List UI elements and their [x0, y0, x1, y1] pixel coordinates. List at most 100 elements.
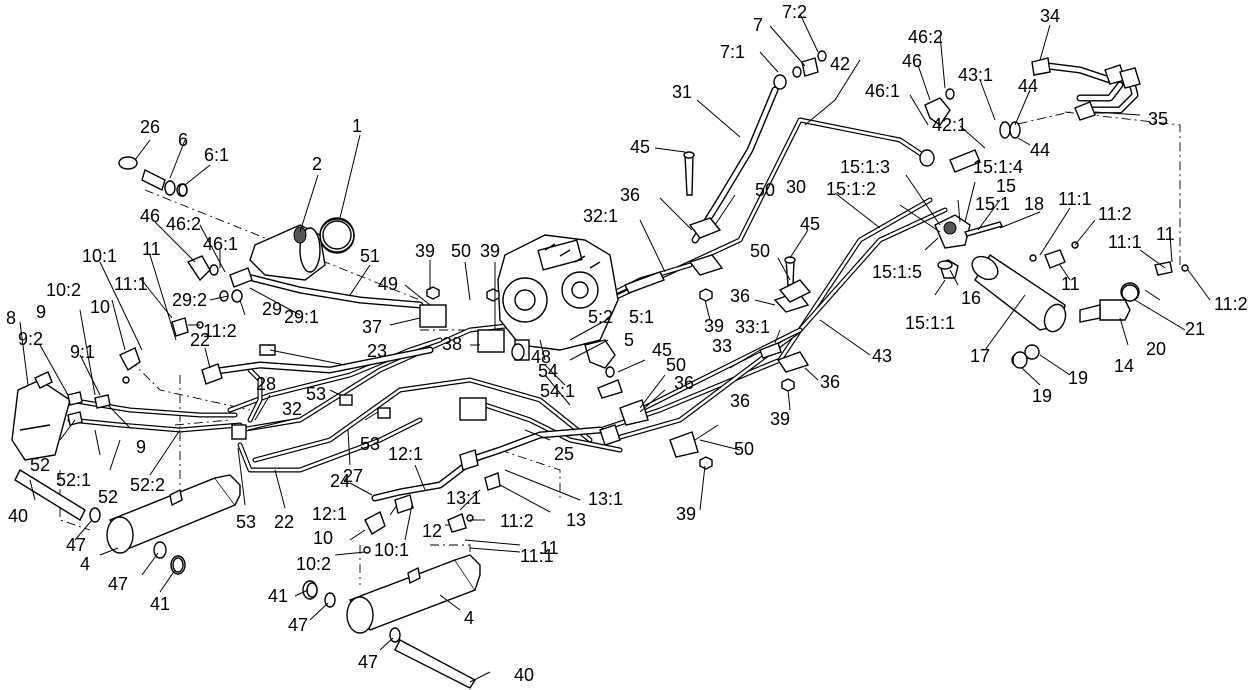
callout-7-1: 7:1: [720, 42, 745, 62]
callout-15-1-5: 15:1:5: [872, 262, 922, 282]
callout-44: 44: [1018, 76, 1038, 96]
hydrostatic-pump: [497, 234, 619, 361]
callout-28: 28: [256, 374, 276, 394]
lift-cylinder-left: [11, 371, 71, 461]
callout-14: 14: [1114, 356, 1134, 376]
callout-53: 53: [236, 512, 256, 532]
callout-13: 13: [566, 510, 586, 530]
leader-lines: [19, 13, 1211, 683]
callout-20: 20: [1146, 339, 1166, 359]
callout-11: 11: [1156, 224, 1175, 244]
callout-9: 9: [136, 437, 146, 457]
callout-31: 31: [672, 82, 692, 102]
callout-54-1: 54:1: [540, 381, 575, 401]
callout-18: 18: [1024, 194, 1044, 214]
callout-47: 47: [288, 615, 308, 635]
callout-50: 50: [666, 355, 686, 375]
callout-39: 39: [676, 504, 696, 524]
callout-37: 37: [362, 317, 382, 337]
callout-6-1: 6:1: [204, 145, 229, 165]
callout-36: 36: [730, 286, 750, 306]
callout-39: 39: [770, 409, 790, 429]
callout-46-2: 46:2: [908, 27, 943, 47]
gear-pump: [249, 217, 355, 281]
callout-11: 11: [142, 239, 161, 259]
callout-39: 39: [480, 241, 500, 261]
callout-13-1: 13:1: [446, 488, 481, 508]
callout-19: 19: [1068, 368, 1088, 388]
callout-25: 25: [554, 444, 574, 464]
callout-36: 36: [820, 372, 840, 392]
callout-16: 16: [961, 288, 981, 308]
callout-45: 45: [630, 137, 650, 157]
callout-46-1: 46:1: [865, 81, 900, 101]
callout-9: 9: [36, 302, 46, 322]
callout-11-1: 11:1: [1108, 232, 1142, 252]
callout-26: 26: [140, 117, 160, 137]
callout-10-1: 10:1: [374, 540, 409, 560]
hydraulic-hoses: [206, 61, 1139, 502]
callout-10-1: 10:1: [82, 246, 117, 266]
callout-27: 27: [343, 466, 363, 486]
callout-5-2: 5:2: [588, 307, 613, 327]
callout-10: 10: [90, 297, 110, 317]
callout-24: 24: [330, 471, 350, 491]
valve-block: [934, 214, 971, 279]
callout-15-1-2: 15:1:2: [826, 179, 876, 199]
callout-11: 11: [1061, 274, 1080, 294]
callout-labels: 1 2 4 4 5 5:1 5:2 6 6:1 7 7:1 7:2 8 9 9 …: [6, 2, 1248, 685]
callout-29-2: 29:2: [172, 290, 207, 310]
callout-33: 33: [712, 336, 732, 356]
callout-38: 38: [442, 334, 462, 354]
callout-23: 23: [367, 341, 387, 361]
callout-54: 54: [538, 361, 558, 381]
callout-36: 36: [674, 373, 694, 393]
callout-32: 32: [282, 399, 302, 419]
callout-35: 35: [1148, 109, 1168, 129]
callout-40: 40: [8, 506, 28, 526]
callout-39: 39: [704, 316, 724, 336]
callout-5-1: 5:1: [629, 307, 654, 327]
callout-17: 17: [970, 346, 990, 366]
callout-1: 1: [352, 116, 362, 136]
callout-22: 22: [190, 330, 210, 350]
callout-11-1: 11:1: [1058, 189, 1092, 209]
callout-11-2: 11:2: [1214, 294, 1248, 314]
callout-12-1: 12:1: [388, 444, 423, 464]
callout-45: 45: [652, 340, 672, 360]
sender-switch: [118, 156, 188, 197]
callout-51: 51: [360, 246, 380, 266]
hydraulic-tubes: [67, 117, 948, 473]
callout-21: 21: [1185, 319, 1205, 339]
callout-44: 44: [1030, 140, 1050, 160]
callout-19: 19: [1032, 386, 1052, 406]
callout-22: 22: [274, 512, 294, 532]
callout-32-1: 32:1: [583, 206, 618, 226]
callout-9-2: 9:2: [18, 329, 43, 349]
callout-45: 45: [800, 214, 820, 234]
callout-12: 12: [422, 521, 442, 541]
callout-53: 53: [360, 434, 380, 454]
callout-7-2: 7:2: [782, 2, 807, 22]
callout-33-1: 33:1: [735, 317, 770, 337]
callout-52: 52: [98, 487, 118, 507]
callout-41: 41: [268, 586, 288, 606]
callout-52-1: 52:1: [56, 470, 91, 490]
callout-15-1-3: 15:1:3: [840, 157, 890, 177]
callout-10: 10: [313, 528, 333, 548]
callout-36: 36: [730, 391, 750, 411]
callout-49: 49: [378, 274, 398, 294]
callout-15-1: 15:1: [975, 194, 1010, 214]
callout-11-1: 11:1: [114, 274, 148, 294]
callout-46-2: 46:2: [166, 214, 201, 234]
callout-15-1-1: 15:1:1: [905, 313, 955, 333]
callout-42-1: 42:1: [932, 115, 967, 135]
callout-6: 6: [178, 130, 188, 150]
callout-29: 29: [262, 299, 282, 319]
callout-30: 30: [786, 177, 806, 197]
fittings: [67, 50, 1189, 598]
callout-11-2: 11:2: [500, 511, 534, 531]
callout-46: 46: [902, 51, 922, 71]
callout-41: 41: [150, 594, 170, 614]
